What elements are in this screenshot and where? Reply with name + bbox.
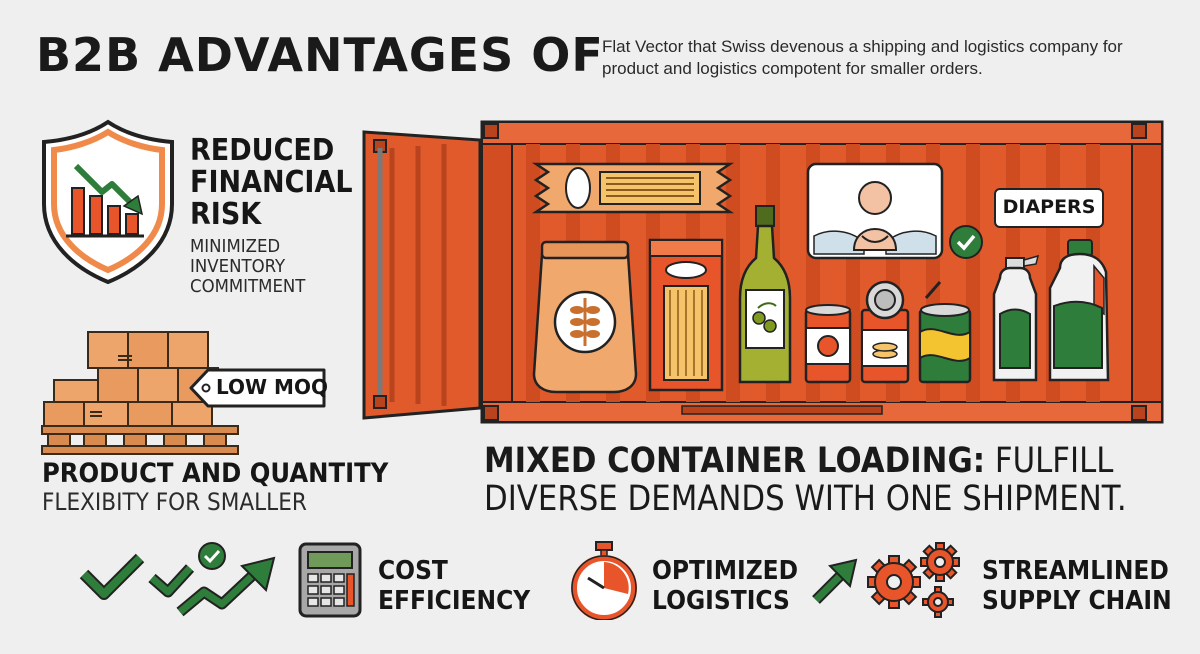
risk-detail-3: COMMITMENT — [190, 276, 306, 297]
moq-detail: FLEXIBITY FOR SMALLER — [42, 488, 307, 516]
benefit-logistics-line2: LOGISTICS — [652, 586, 790, 616]
checkmark-trend-icon — [78, 540, 278, 620]
stopwatch-icon — [568, 540, 640, 620]
diapers-label-text: DIAPERS — [1002, 196, 1096, 218]
benefit-cost-line2: EFFICIENCY — [378, 586, 531, 616]
caption-bold: MIXED CONTAINER LOADING: — [484, 441, 986, 481]
container-caption-line2: DIVERSE DEMANDS WITH ONE SHIPMENT. — [484, 479, 1127, 519]
container-caption-line1: MIXED CONTAINER LOADING: FULFILL — [484, 444, 1113, 479]
page-subtitle: Flat Vector that Swiss devenous a shippi… — [602, 37, 1123, 78]
diapers-label: DIAPERS — [994, 188, 1104, 228]
shipping-container — [360, 118, 1166, 428]
shield-chart-icon — [38, 118, 178, 286]
risk-detail-1: MINIMIZED — [190, 236, 281, 257]
calculator-icon — [298, 542, 362, 618]
risk-heading-3: RISK — [190, 197, 262, 232]
moq-heading: PRODUCT AND QUANTITY — [42, 458, 389, 489]
low-moq-label: LOW MOQ — [216, 375, 328, 399]
benefit-cost-line1: COST — [378, 556, 448, 586]
benefit-supply-line2: SUPPLY CHAIN — [982, 586, 1172, 616]
caption-rest: FULFILL — [994, 441, 1114, 481]
risk-heading-1: REDUCED — [190, 133, 335, 168]
risk-heading-2: FINANCIAL — [190, 165, 353, 200]
gears-icon — [866, 540, 966, 618]
boxes-pallet-icon — [40, 330, 240, 456]
risk-detail-2: INVENTORY — [190, 256, 286, 277]
low-moq-tag: LOW MOQ — [188, 367, 328, 409]
arrow-up-icon — [810, 556, 860, 606]
benefit-supply-line1: STREAMLINED — [982, 556, 1169, 586]
benefit-logistics-line1: OPTIMIZED — [652, 556, 799, 586]
page-title: B2B ADVANTAGES OF — [36, 28, 604, 82]
